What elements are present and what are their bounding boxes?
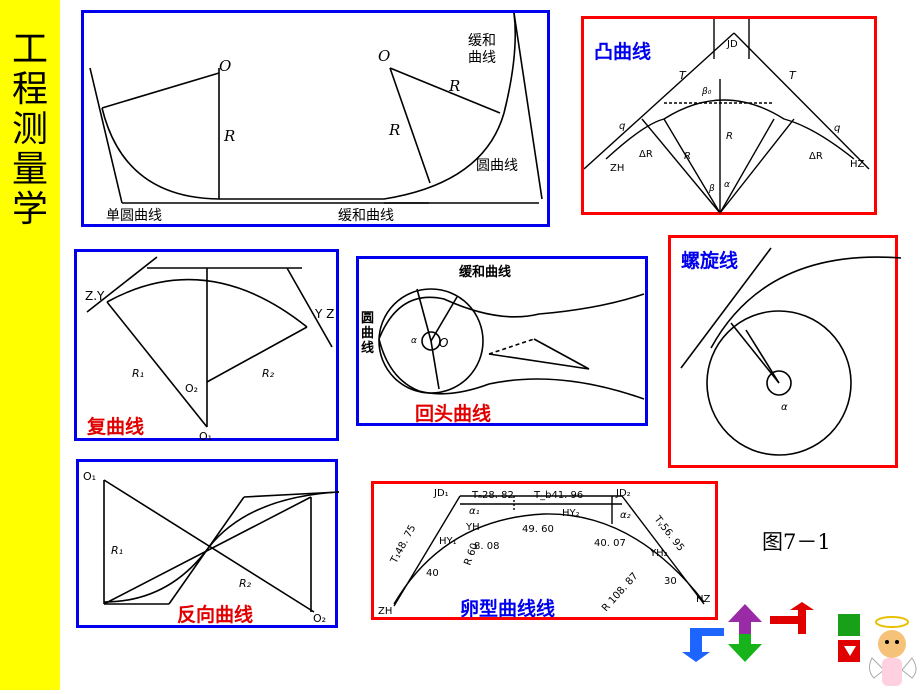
hy2-label: HY₂: [562, 508, 580, 519]
exit-icon: [838, 614, 860, 662]
nav-back-button[interactable]: [672, 618, 728, 662]
o1-label: O₁: [199, 430, 212, 443]
compound-curve-panel: Z.Y Y Z R₁ R₂ O₂ O₁ 复曲线: [74, 249, 339, 443]
yh2-label: YH₂: [649, 548, 668, 559]
oval-curve-label: 卵型曲线线: [460, 598, 556, 620]
hy1-label: HY₁: [439, 536, 457, 547]
single-curve-diagram: O O R R R: [89, 13, 543, 204]
n40-label: 40: [426, 568, 439, 579]
yz-label: Y Z: [314, 307, 334, 321]
alpha-label: α: [724, 180, 730, 190]
spiral-label: 螺旋线: [681, 250, 739, 272]
t-label-right: T: [789, 69, 797, 82]
jd-label: JD: [726, 39, 738, 50]
reverse-r2-label: R₂: [239, 577, 252, 590]
yh1-label: YH: [465, 522, 480, 533]
tb-label: T_b41. 96: [533, 490, 583, 501]
sidebar: 工程测量学: [0, 0, 60, 690]
transition-top-text: 缓和曲线: [468, 33, 496, 66]
reverse-o2-label: O₂: [313, 612, 326, 625]
arrow-down-left-icon: [682, 628, 724, 662]
oval-zh-label: ZH: [378, 606, 392, 617]
sidebar-title: 工程测量学: [11, 29, 48, 230]
reverse-r1-label: R₁: [111, 544, 123, 557]
delta-r-left: ΔR: [639, 149, 653, 160]
spiral-diagram: α: [680, 247, 901, 456]
single-curve-panel: O O R R R 缓和曲线 圆曲线 单圆曲线 缓和曲线: [81, 10, 550, 227]
nav-forward-button[interactable]: [768, 602, 816, 638]
zy-label: Z.Y: [85, 289, 105, 303]
reverse-curve-label: 反向曲线: [177, 604, 254, 626]
convex-curve-diagram: JD ZH HZ T T q q ΔR ΔR R R α β β₀: [584, 19, 870, 214]
a1-label: α₁: [469, 506, 480, 517]
center-left-label: O: [219, 57, 231, 75]
beta-label: β: [708, 184, 715, 194]
oval-hz-label: HZ: [696, 594, 711, 605]
angel-mascot-icon: [866, 612, 920, 690]
hairpin-curve-diagram: O α: [378, 288, 645, 400]
jd2-label: JD₂: [615, 488, 631, 499]
r1-label: R₁: [132, 367, 144, 380]
reverse-curve-panel: O₁ O₂ R₁ R₂ 反向曲线: [76, 459, 340, 628]
radius-label-1: R: [684, 151, 691, 162]
r2-label: R₂: [262, 367, 275, 380]
oval-curve-panel: JD₁ JD₂ Tₐ28. 82 T_b41. 96 T₁48. 75 Tᵧ56…: [371, 481, 718, 620]
d1-label: 49. 60: [522, 524, 554, 535]
hairpin-curve-panel: O α 缓和曲线 圆曲线 回头曲线: [356, 256, 648, 426]
radius-right-label-2: R: [448, 77, 460, 95]
single-curve-label: 单圆曲线: [106, 208, 162, 224]
t-label-left: T: [679, 69, 687, 82]
n30-label: 30: [664, 576, 677, 587]
oval-curve-diagram: JD₁ JD₂ Tₐ28. 82 T_b41. 96 T₁48. 75 Tᵧ56…: [378, 488, 711, 617]
r60-label: R 60: [462, 542, 480, 567]
r808-label: 8. 08: [474, 541, 499, 552]
d2-label: 40. 07: [594, 538, 626, 549]
beta0-label: β₀: [701, 87, 712, 97]
figure-caption: 图7－1: [762, 530, 831, 554]
radius-right-label-1: R: [388, 121, 400, 139]
hairpin-curve-label: 回头曲线: [415, 403, 492, 425]
hz-label: HZ: [850, 159, 865, 170]
nav-up-down-button[interactable]: [722, 602, 768, 664]
o2-label: O₂: [185, 382, 198, 395]
arrow-up-down-icon: [728, 604, 762, 662]
r10887-label: R 108. 87: [600, 571, 640, 614]
reverse-o1-label: O₁: [83, 470, 96, 483]
hairpin-circle-label: 圆曲线: [361, 311, 375, 356]
transition-bottom-text: 缓和曲线: [338, 208, 394, 224]
q-label-left: q: [619, 121, 625, 132]
spiral-panel: α 螺旋线: [668, 235, 901, 468]
spiral-alpha-label: α: [781, 402, 788, 413]
center-right-label: O: [378, 47, 390, 65]
hairpin-alpha-label: α: [411, 336, 417, 346]
hairpin-transition-label: 缓和曲线: [459, 265, 512, 280]
circle-curve-text: 圆曲线: [476, 158, 518, 174]
exit-button[interactable]: [836, 612, 864, 666]
zh-label: ZH: [610, 163, 624, 174]
jd1-label: JD₁: [433, 488, 449, 499]
reverse-curve-diagram: O₁ O₂ R₁ R₂: [83, 470, 340, 625]
compound-curve-label: 复曲线: [87, 416, 145, 438]
radius-left-label: R: [223, 127, 235, 145]
convex-curve-label: 凸曲线: [594, 41, 652, 63]
ta-label: Tₐ28. 82: [471, 490, 514, 501]
radius-label-2: R: [726, 131, 733, 142]
delta-r-right: ΔR: [809, 151, 823, 162]
hairpin-center-label: O: [439, 336, 448, 350]
arrow-up-right-icon: [770, 602, 814, 634]
q-label-right: q: [834, 123, 840, 134]
a2-label: α₂: [620, 510, 631, 521]
t1-label: T₁48. 75: [388, 523, 418, 566]
convex-curve-panel: JD ZH HZ T T q q ΔR ΔR R R α β β₀ 凸曲线: [581, 16, 877, 215]
compound-curve-diagram: Z.Y Y Z R₁ R₂ O₂ O₁: [85, 256, 334, 443]
